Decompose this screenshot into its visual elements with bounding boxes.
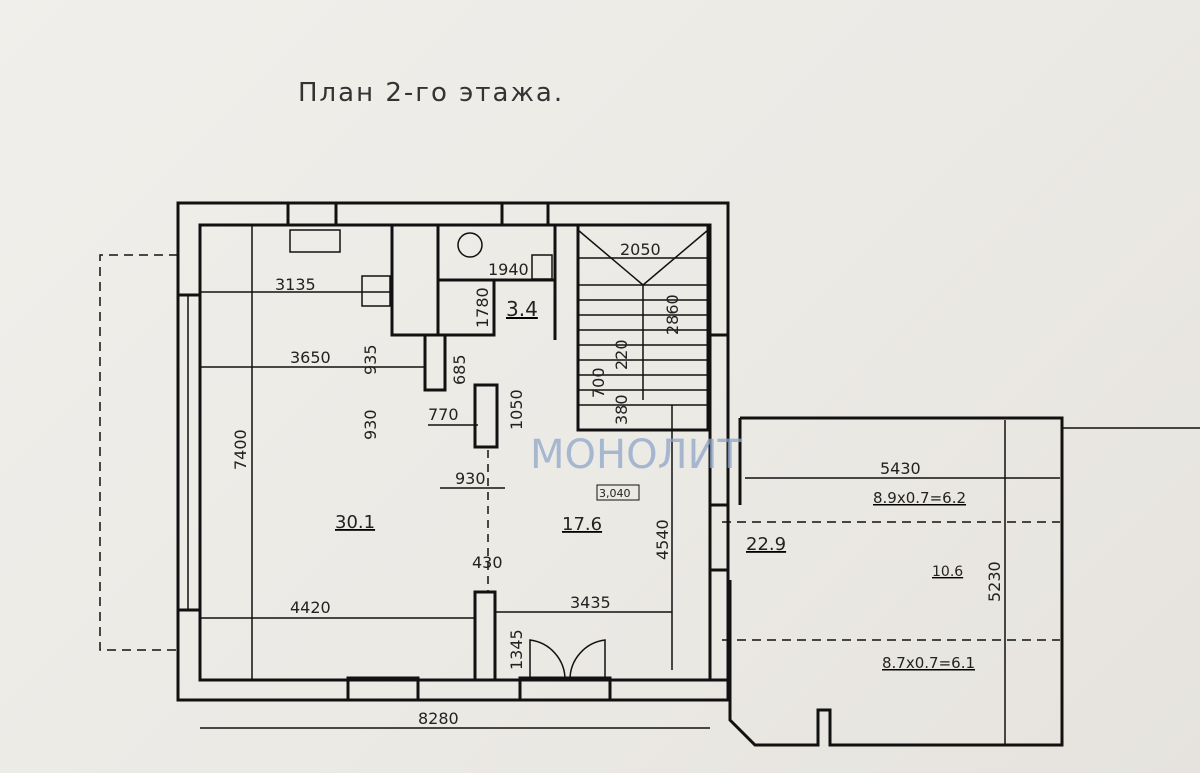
dim-label: 1780 bbox=[473, 287, 492, 328]
dim-label: 2860 bbox=[663, 294, 682, 335]
level-mark: 3,040 bbox=[599, 487, 631, 500]
dim-label: 1050 bbox=[507, 389, 526, 430]
plan-title: План 2-го этажа. bbox=[298, 78, 564, 108]
dim-label: 1940 bbox=[488, 260, 529, 279]
stove-icon bbox=[361, 275, 391, 307]
dim-label: 930 bbox=[361, 409, 380, 440]
area-terrace: 22.9 bbox=[746, 534, 786, 555]
dim-label: 4540 bbox=[653, 519, 672, 560]
dim-label: 5430 bbox=[880, 459, 921, 478]
dim-label: 935 bbox=[361, 344, 380, 375]
dim-label: 1345 bbox=[507, 629, 526, 670]
washbasin-icon bbox=[531, 254, 553, 280]
staircase bbox=[576, 223, 730, 682]
area-terrace-center: 10.6 bbox=[932, 564, 963, 580]
dim-label: 770 bbox=[428, 405, 459, 424]
dim-label: 930 bbox=[455, 469, 486, 488]
dimension-labels: 3135 3650 7400 935 930 685 770 1050 930 … bbox=[231, 240, 1004, 728]
dim-label: 685 bbox=[450, 354, 469, 385]
watermark: МОНОЛИТ bbox=[530, 432, 743, 478]
dim-label: 220 bbox=[612, 339, 631, 370]
room-areas: 30.1 17.6 3.4 22.9 10.6 8.9x0.7=6.2 8.7x… bbox=[335, 297, 975, 672]
dim-label: 430 bbox=[472, 553, 503, 572]
area-hall: 17.6 bbox=[562, 514, 602, 535]
dim-label: 7400 bbox=[231, 429, 250, 470]
terrace bbox=[722, 416, 1200, 747]
dim-label: 4420 bbox=[290, 598, 331, 617]
partitions bbox=[473, 450, 606, 682]
dim-label: 3650 bbox=[290, 348, 331, 367]
dimension-lines bbox=[200, 225, 1060, 729]
balcony-outline bbox=[99, 254, 178, 651]
area-terrace-top: 8.9x0.7=6.2 bbox=[873, 489, 966, 507]
sink-icon bbox=[289, 229, 341, 253]
dim-label: 3435 bbox=[570, 593, 611, 612]
kitchen-bathroom bbox=[289, 223, 557, 449]
area-living: 30.1 bbox=[335, 512, 375, 533]
dim-label: 380 bbox=[612, 394, 631, 425]
dim-label: 3135 bbox=[275, 275, 316, 294]
door-right-icon bbox=[569, 639, 606, 681]
toilet-icon bbox=[457, 232, 483, 258]
area-terrace-bottom: 8.7x0.7=6.1 bbox=[882, 654, 975, 672]
dim-label: 5230 bbox=[985, 561, 1004, 602]
dim-label: 2050 bbox=[620, 240, 661, 259]
door-left-icon bbox=[529, 639, 566, 681]
dim-label: 8280 bbox=[418, 709, 459, 728]
area-bathroom: 3.4 bbox=[506, 297, 538, 321]
dim-label: 700 bbox=[589, 367, 608, 398]
